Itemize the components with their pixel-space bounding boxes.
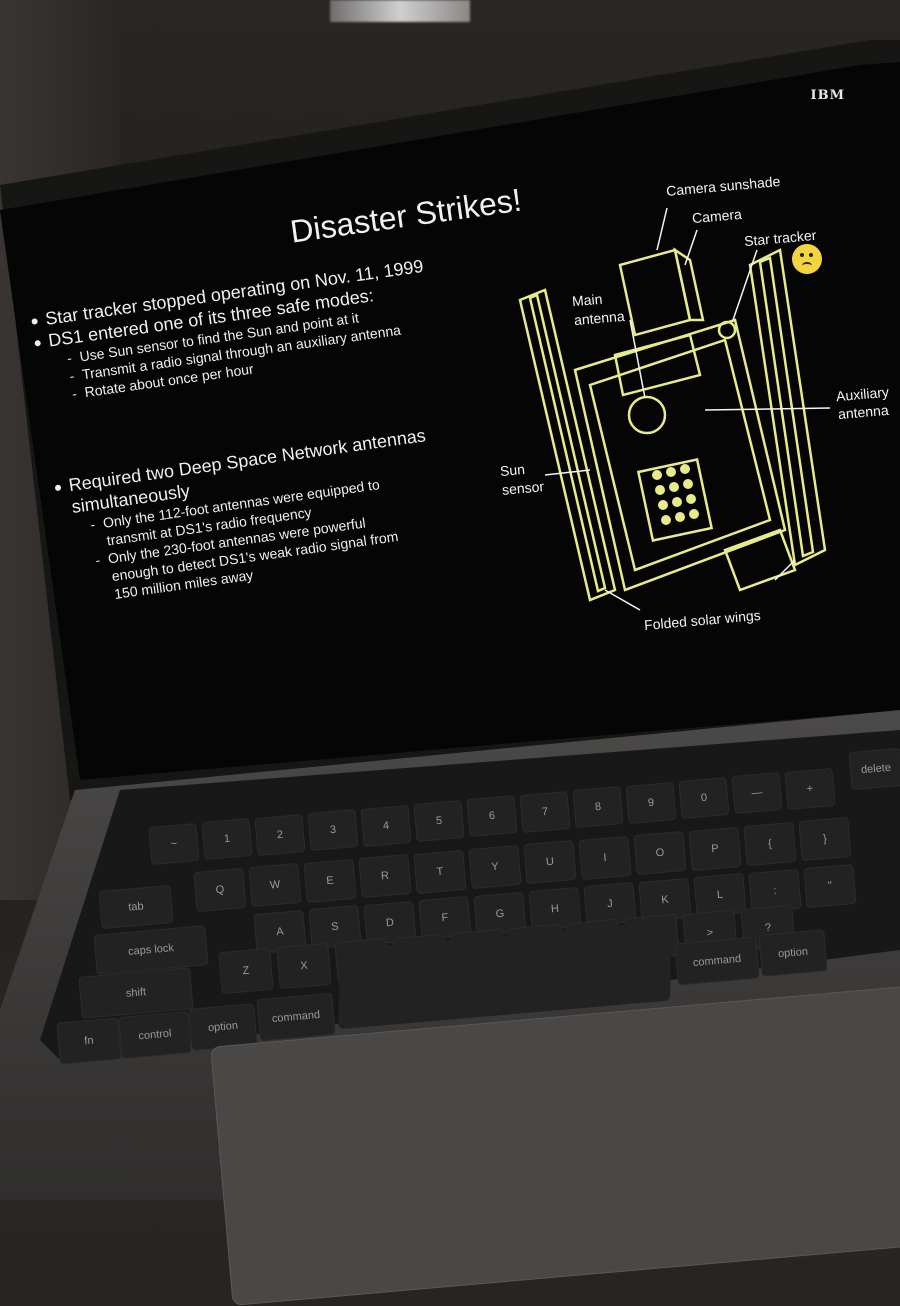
bullet-dot-icon [34, 340, 42, 347]
spacecraft-diagram [518, 207, 831, 611]
slide-bullets: Star tracker stopped operating on Nov. 1… [30, 246, 528, 609]
key-control[interactable]: control [118, 1011, 192, 1059]
key-command-right[interactable]: command [674, 936, 760, 986]
key-}[interactable]: } [798, 817, 852, 862]
key-7[interactable]: 7 [519, 790, 571, 833]
key-2[interactable]: 2 [254, 813, 306, 856]
label-leader-lines [544, 207, 831, 611]
key-tab[interactable]: tab [98, 884, 174, 930]
key-z[interactable]: Z [218, 947, 274, 995]
key-6[interactable]: 6 [466, 795, 518, 838]
key-q[interactable]: Q [193, 867, 247, 913]
key-e[interactable]: E [303, 858, 357, 903]
key-option-right[interactable]: option [758, 929, 828, 977]
background-light [330, 0, 470, 22]
key-p[interactable]: P [688, 826, 742, 871]
ibm-logo: IBM [810, 88, 845, 103]
key-9[interactable]: 9 [625, 781, 677, 824]
battery-cells [652, 464, 699, 525]
key-o[interactable]: O [633, 831, 687, 876]
spacecraft-outline [518, 247, 827, 602]
label-sun-sensor-line1: Sun [499, 460, 526, 480]
key-x[interactable]: X [276, 943, 332, 990]
key-3[interactable]: 3 [307, 809, 359, 852]
key-i[interactable]: I [578, 835, 632, 880]
key-10[interactable]: 0 [678, 776, 730, 820]
key-1[interactable]: 1 [201, 818, 253, 861]
bullet-dot-icon [54, 484, 62, 492]
key-11[interactable]: — [731, 772, 783, 815]
key-fn[interactable]: fn [56, 1017, 122, 1065]
key-0[interactable]: ~ [148, 822, 200, 866]
label-main-antenna-line1: Main [571, 290, 603, 310]
bullet-dot-icon [31, 318, 39, 326]
key-y[interactable]: Y [468, 844, 522, 890]
key-w[interactable]: W [248, 863, 302, 908]
key-t[interactable]: T [413, 849, 467, 894]
key-u[interactable]: U [523, 840, 577, 885]
key-12[interactable]: + [784, 767, 836, 810]
key-8[interactable]: 8 [572, 786, 624, 829]
key-{[interactable]: { [743, 821, 797, 867]
worried-face-icon [792, 244, 822, 274]
key-command-left[interactable]: command [256, 992, 336, 1042]
key-delete[interactable]: delete [848, 747, 900, 791]
key-4[interactable]: 4 [360, 804, 412, 847]
key-5[interactable]: 5 [413, 799, 465, 843]
key-r[interactable]: R [358, 854, 412, 899]
key-"[interactable]: " [803, 863, 857, 909]
